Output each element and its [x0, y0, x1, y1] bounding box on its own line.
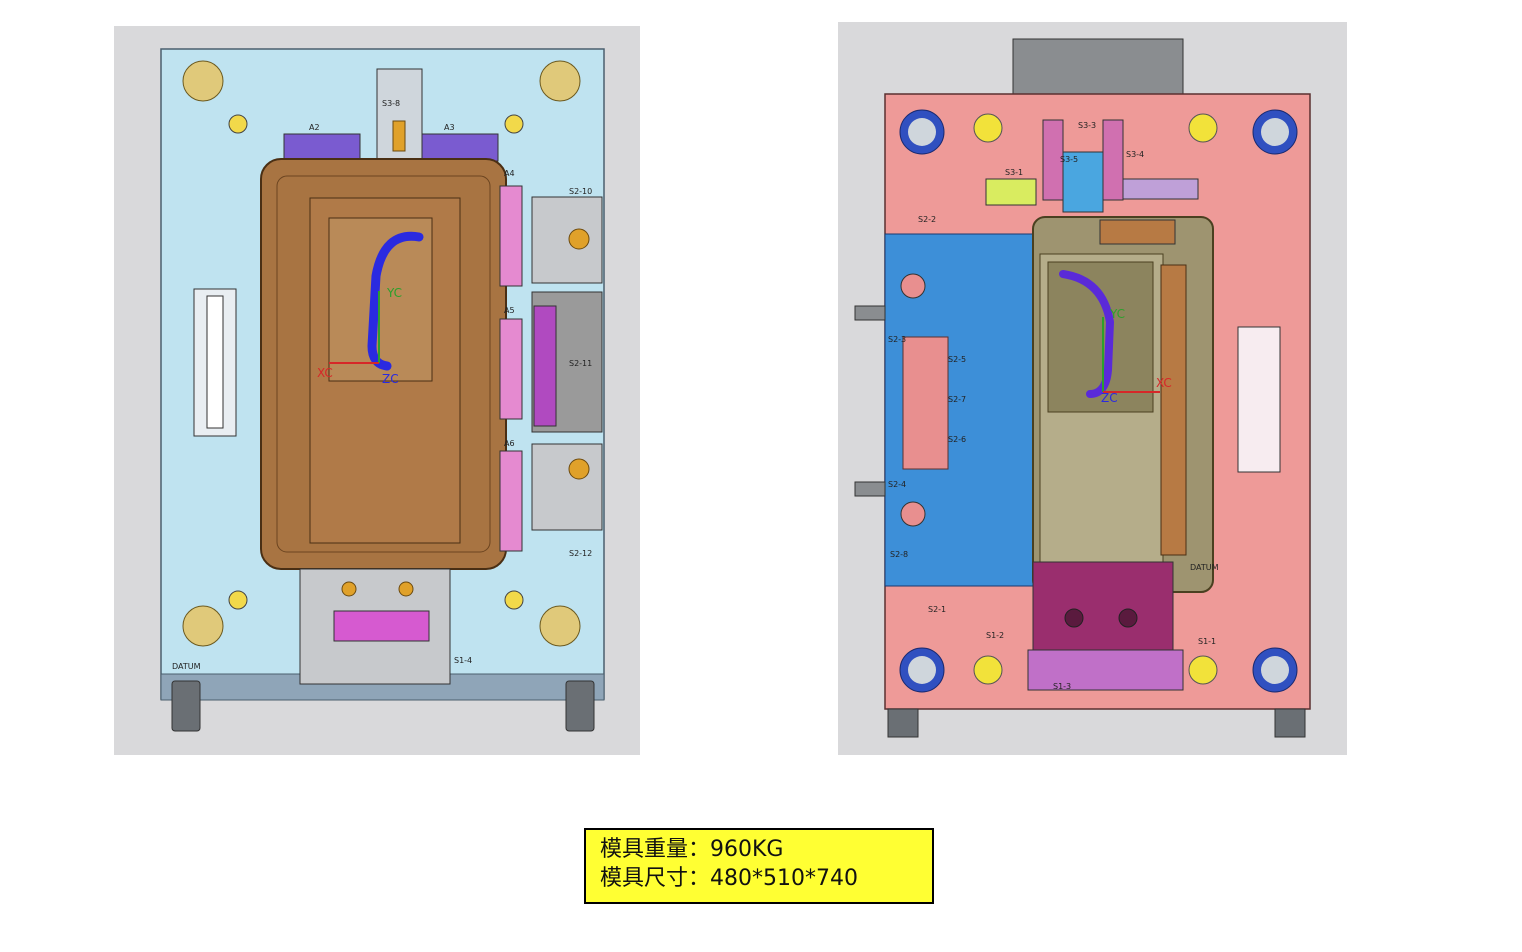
- mold-info-box: 模具重量：960KG 模具尺寸：480*510*740: [584, 828, 934, 904]
- left-block-a5: [499, 318, 523, 420]
- left-datum-label: DATUM: [172, 662, 201, 671]
- right-guide-bushes: [899, 109, 1298, 693]
- left-label-a5: A5: [504, 306, 515, 315]
- left-block-a4: [499, 185, 523, 287]
- right-datum-label: DATUM: [1190, 563, 1219, 572]
- right-label-s1-3: S1-3: [1053, 682, 1071, 691]
- right-side-locator: [1237, 326, 1281, 473]
- right-mold-view[interactable]: YC XC ZC DATUM S2-2 S2-3 S2-4 S2-5 S2-6 …: [838, 22, 1347, 755]
- right-axis-x-label: XC: [1156, 376, 1172, 390]
- left-slider-s2-12: [531, 443, 603, 531]
- right-label-s3-4: S3-4: [1126, 150, 1144, 159]
- left-label-s1-4: S1-4: [454, 656, 472, 665]
- left-block-a6: [499, 450, 523, 552]
- right-label-s2-5: S2-5: [948, 355, 966, 364]
- right-label-s3-5: S3-5: [1060, 155, 1078, 164]
- left-block-a3: [421, 133, 499, 162]
- left-label-a4: A4: [504, 169, 515, 178]
- left-label-a6: A6: [504, 439, 515, 448]
- right-mold-drawing: YC XC ZC DATUM S2-2 S2-3 S2-4 S2-5 S2-6 …: [854, 38, 1311, 738]
- left-foot-1: [171, 680, 201, 732]
- right-label-s2-8: S2-8: [890, 550, 908, 559]
- left-label-s3-8: S3-8: [382, 99, 400, 108]
- right-label-s3-3: S3-3: [1078, 121, 1096, 130]
- right-label-s2-2: S2-2: [918, 215, 936, 224]
- left-foot-2: [565, 680, 595, 732]
- right-label-s2-3: S2-3: [888, 335, 906, 344]
- right-label-s1-1: S1-1: [1198, 637, 1216, 646]
- left-label-s2-11: S2-11: [569, 359, 592, 368]
- left-axis-y-label: YC: [386, 286, 402, 300]
- right-cooling-channel: [1059, 270, 1115, 398]
- left-mold-view[interactable]: YC XC ZC DATUM A2 A3 A4 A5 A6 S2-10 S2-1…: [114, 26, 640, 755]
- right-label-s1-2: S1-2: [986, 631, 1004, 640]
- left-label-a3: A3: [444, 123, 455, 132]
- left-mold-drawing: YC XC ZC DATUM A2 A3 A4 A5 A6 S2-10 S2-1…: [160, 48, 605, 732]
- right-label-s3-1: S3-1: [1005, 168, 1023, 177]
- left-label-s2-10: S2-10: [569, 187, 592, 196]
- left-block-a2: [283, 133, 361, 162]
- right-axis-z-label: ZC: [1101, 391, 1118, 405]
- left-label-s2-12: S2-12: [569, 549, 592, 558]
- left-label-a2: A2: [309, 123, 320, 132]
- right-label-s2-6: S2-6: [948, 435, 966, 444]
- mold-weight-text: 模具重量：960KG: [600, 837, 784, 862]
- right-label-s2-1: S2-1: [928, 605, 946, 614]
- left-axis-z-label: ZC: [382, 372, 399, 386]
- right-label-s2-4: S2-4: [888, 480, 906, 489]
- right-label-s2-7: S2-7: [948, 395, 966, 404]
- left-slider-s2-10: [531, 196, 603, 284]
- left-guide-pillars: [182, 60, 581, 647]
- mold-size-text: 模具尺寸：480*510*740: [600, 866, 858, 891]
- right-top-cylinder: [1012, 38, 1184, 95]
- left-axis-x-label: XC: [317, 366, 333, 380]
- right-axis-y-label: YC: [1109, 307, 1125, 321]
